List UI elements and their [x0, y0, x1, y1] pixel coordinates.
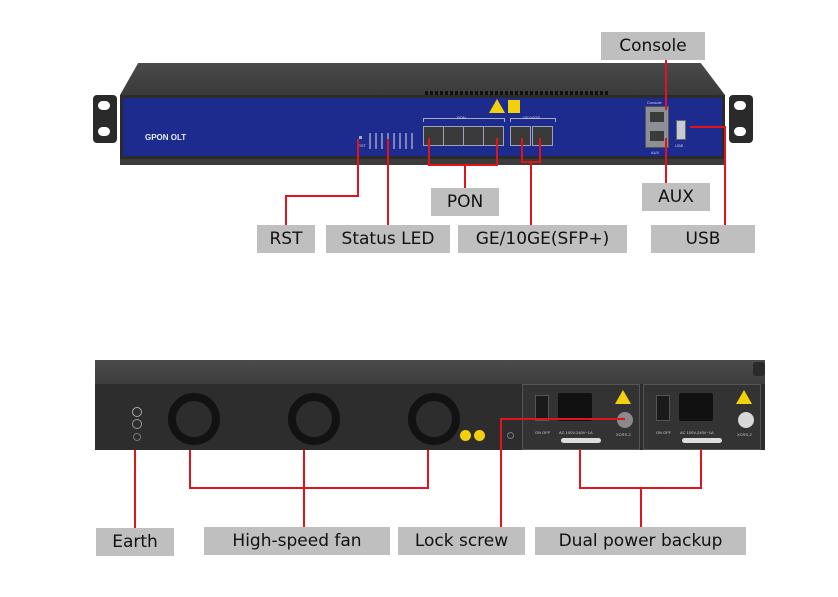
dual-power-callout-bracket-r — [700, 450, 702, 488]
lock-screw-callout-h — [500, 418, 625, 420]
fan-callout-stem — [303, 450, 305, 528]
callout-dual-power-backup: Dual power backup — [535, 527, 746, 555]
earth-icon — [132, 419, 142, 429]
pon-port-2[interactable] — [443, 126, 464, 146]
dual-power-callout-bracket-l — [579, 450, 581, 488]
aux-port-label: AUX — [651, 150, 660, 155]
fan-2 — [288, 393, 340, 445]
pon-callout-bracket-l — [428, 138, 430, 165]
status-led-callout-line — [387, 139, 389, 225]
pon-callout-bracket-h — [428, 164, 498, 166]
ground-icon — [507, 432, 514, 439]
fan-3 — [408, 393, 460, 445]
console-callout-line — [665, 58, 667, 110]
earth-callout-line — [134, 450, 136, 528]
callout-status-led: Status LED — [326, 225, 450, 253]
usb-callout-v — [724, 126, 726, 225]
pon-port-4[interactable] — [483, 126, 504, 146]
chassis-top — [120, 63, 725, 95]
front-right-rack-ear — [729, 95, 753, 143]
front-panel: GPON OLT RST PON GE/10GE Console — [120, 95, 725, 159]
fan-callout-bracket-h — [189, 487, 429, 489]
aux-callout-line — [665, 138, 667, 184]
rst-button[interactable] — [359, 136, 362, 139]
callout-console: Console — [601, 32, 705, 60]
rear-chassis: ON OFF AC 100V-240V~1A XCRS-2 ON OFF AC … — [95, 360, 765, 458]
psu-1: ON OFF AC 100V-240V~1A XCRS-2 — [522, 384, 640, 450]
psu-1-lock-screw[interactable] — [617, 412, 633, 428]
psu-2-rating: AC 100V-240V~1A — [680, 430, 714, 435]
uplink-group-label: GE/10GE — [523, 115, 541, 120]
usb-port[interactable] — [676, 120, 686, 140]
front-chassis: GPON OLT RST PON GE/10GE Console — [120, 63, 725, 165]
fan-callout-bracket-l — [189, 450, 191, 488]
psu-2-model: XCRS-2 — [737, 432, 752, 437]
fan-1 — [168, 393, 220, 445]
uplink-callout-bracket-l — [521, 138, 523, 162]
psu-1-model: XCRS-2 — [616, 432, 631, 437]
psu-2-switch-label: ON OFF — [656, 430, 672, 435]
aux-port[interactable] — [650, 131, 664, 141]
uplink-group-bracket — [510, 118, 556, 122]
radiation-warning-icon — [460, 430, 471, 441]
pon-port-3[interactable] — [463, 126, 484, 146]
earth-symbol-icon — [133, 433, 141, 441]
console-port-label: Console — [647, 100, 662, 105]
pon-group-bracket — [423, 118, 505, 122]
psu-1-switch-label: ON OFF — [535, 430, 551, 435]
callout-lock-screw: Lock screw — [398, 527, 525, 555]
psu-2-handle[interactable] — [682, 438, 722, 443]
uplink-callout-bracket-r — [539, 138, 541, 162]
front-left-rack-ear — [93, 95, 117, 143]
hand-warning-icon — [474, 430, 485, 441]
status-led-block — [369, 133, 417, 149]
psu-1-rating: AC 100V-240V~1A — [559, 430, 593, 435]
psu-2-warning-icon — [736, 390, 752, 404]
dual-power-callout-stem — [640, 487, 642, 527]
chassis-bottom — [120, 159, 725, 165]
label-sticker-icon — [508, 100, 520, 113]
console-port[interactable] — [650, 112, 664, 122]
console-aux-stack — [645, 106, 669, 148]
psu-2-ac-socket[interactable] — [679, 393, 713, 421]
psu-2-power-switch[interactable] — [656, 395, 670, 421]
rear-right-rack-ear — [753, 362, 765, 376]
rst-callout-line-v2 — [285, 195, 287, 225]
uplink-port-2[interactable] — [532, 126, 553, 146]
pon-group-label: PON — [457, 115, 466, 120]
psu-1-power-switch[interactable] — [535, 395, 549, 421]
callout-high-speed-fan: High-speed fan — [204, 527, 390, 555]
callout-usb: USB — [651, 225, 755, 253]
callout-uplink: GE/10GE(SFP+) — [458, 225, 627, 253]
rear-chassis-top — [95, 360, 765, 384]
psu-1-warning-icon — [615, 390, 631, 404]
rst-button-label: RST — [358, 143, 366, 148]
psu-1-handle[interactable] — [561, 438, 601, 443]
lock-screw-callout-v — [500, 418, 502, 527]
vent-grille — [425, 91, 610, 95]
front-device: GPON OLT RST PON GE/10GE Console — [0, 0, 838, 260]
device-name: GPON OLT — [145, 133, 187, 142]
pon-callout-stem — [464, 164, 466, 188]
uplink-port-1[interactable] — [510, 126, 531, 146]
usb-callout-h — [690, 126, 726, 128]
rst-callout-line-h — [285, 195, 359, 197]
psu-2-lock-screw[interactable] — [738, 412, 754, 428]
pon-port-1[interactable] — [423, 126, 444, 146]
callout-rst: RST — [257, 225, 315, 253]
earth-screw[interactable] — [132, 407, 142, 417]
usb-port-label: USB — [675, 143, 684, 148]
laser-warning-icon — [489, 99, 505, 113]
pon-callout-bracket-r — [496, 138, 498, 165]
psu-2: ON OFF AC 100V-240V~1A XCRS-2 — [643, 384, 761, 450]
callout-pon: PON — [431, 188, 499, 216]
psu-1-ac-socket[interactable] — [558, 393, 592, 421]
uplink-callout-stem — [530, 161, 532, 225]
callout-earth: Earth — [96, 528, 174, 556]
fan-callout-bracket-r — [427, 450, 429, 488]
rst-callout-line — [357, 139, 359, 196]
callout-aux: AUX — [642, 183, 710, 211]
